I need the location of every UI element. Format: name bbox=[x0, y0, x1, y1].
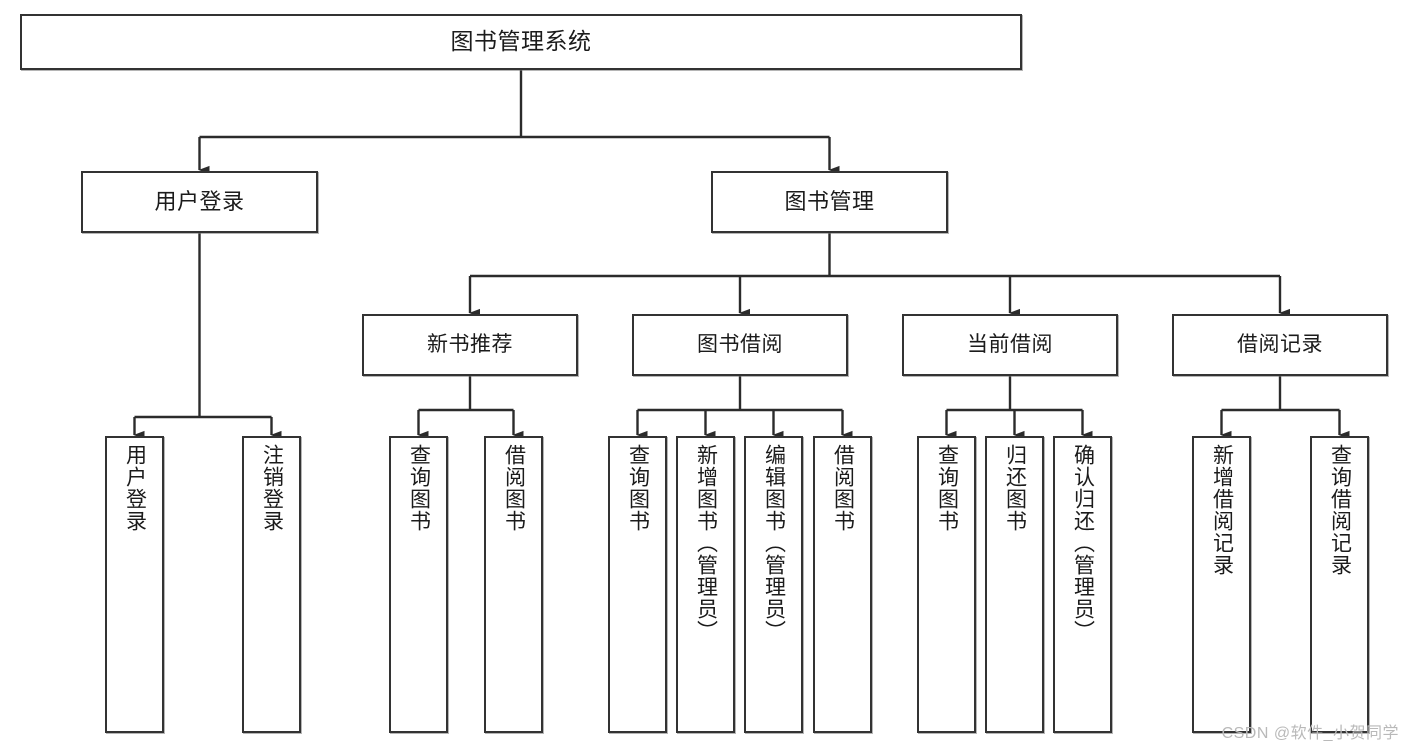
leaf-borrow-book-recommend[interactable]: 借阅图书 bbox=[484, 436, 543, 733]
leaf-return-book-label: 归还图书 bbox=[1003, 444, 1027, 532]
leaf-user-login[interactable]: 用户登录 bbox=[105, 436, 164, 733]
watermark: CSDN @软件_小贺同学 bbox=[1221, 725, 1399, 742]
leaf-add-book[interactable]: 新增图书（管理员） bbox=[676, 436, 735, 733]
leaf-edit-book[interactable]: 编辑图书（管理员） bbox=[744, 436, 803, 733]
leaf-query-book-recommend-label: 查询图书 bbox=[407, 444, 431, 532]
node-new-book-recommend[interactable]: 新书推荐 bbox=[362, 314, 578, 376]
leaf-query-borrow-record[interactable]: 查询借阅记录 bbox=[1310, 436, 1369, 733]
node-borrow-record[interactable]: 借阅记录 bbox=[1172, 314, 1388, 376]
leaf-query-book-borrow[interactable]: 查询图书 bbox=[608, 436, 667, 733]
leaf-logout[interactable]: 注销登录 bbox=[242, 436, 301, 733]
leaf-confirm-return[interactable]: 确认归还（管理员） bbox=[1053, 436, 1112, 733]
leaf-add-book-label: 新增图书（管理员） bbox=[694, 444, 718, 642]
node-user-login[interactable]: 用户登录 bbox=[81, 171, 318, 233]
leaf-logout-label: 注销登录 bbox=[260, 444, 284, 532]
leaf-query-book-current[interactable]: 查询图书 bbox=[917, 436, 976, 733]
leaf-borrow-book[interactable]: 借阅图书 bbox=[813, 436, 872, 733]
node-root-label: 图书管理系统 bbox=[450, 28, 592, 55]
leaf-query-book-recommend[interactable]: 查询图书 bbox=[389, 436, 448, 733]
leaf-borrow-book-recommend-label: 借阅图书 bbox=[502, 444, 526, 532]
node-book-borrow-label: 图书借阅 bbox=[697, 332, 783, 356]
node-book-manage[interactable]: 图书管理 bbox=[711, 171, 948, 233]
node-root[interactable]: 图书管理系统 bbox=[20, 14, 1022, 70]
node-user-login-label: 用户登录 bbox=[154, 189, 245, 215]
node-current-borrow-label: 当前借阅 bbox=[967, 332, 1053, 356]
leaf-add-borrow-record[interactable]: 新增借阅记录 bbox=[1192, 436, 1251, 733]
leaf-user-login-label: 用户登录 bbox=[123, 444, 147, 532]
node-book-borrow[interactable]: 图书借阅 bbox=[632, 314, 848, 376]
leaf-add-borrow-record-label: 新增借阅记录 bbox=[1210, 444, 1234, 576]
leaf-confirm-return-label: 确认归还（管理员） bbox=[1071, 444, 1095, 642]
leaf-edit-book-label: 编辑图书（管理员） bbox=[762, 444, 786, 642]
leaf-borrow-book-label: 借阅图书 bbox=[831, 444, 855, 532]
node-borrow-record-label: 借阅记录 bbox=[1237, 332, 1323, 356]
leaf-query-book-current-label: 查询图书 bbox=[935, 444, 959, 532]
node-book-manage-label: 图书管理 bbox=[784, 189, 875, 215]
leaf-query-borrow-record-label: 查询借阅记录 bbox=[1328, 444, 1352, 576]
node-current-borrow[interactable]: 当前借阅 bbox=[902, 314, 1118, 376]
leaf-return-book[interactable]: 归还图书 bbox=[985, 436, 1044, 733]
leaf-query-book-borrow-label: 查询图书 bbox=[626, 444, 650, 532]
node-new-book-recommend-label: 新书推荐 bbox=[427, 332, 513, 356]
